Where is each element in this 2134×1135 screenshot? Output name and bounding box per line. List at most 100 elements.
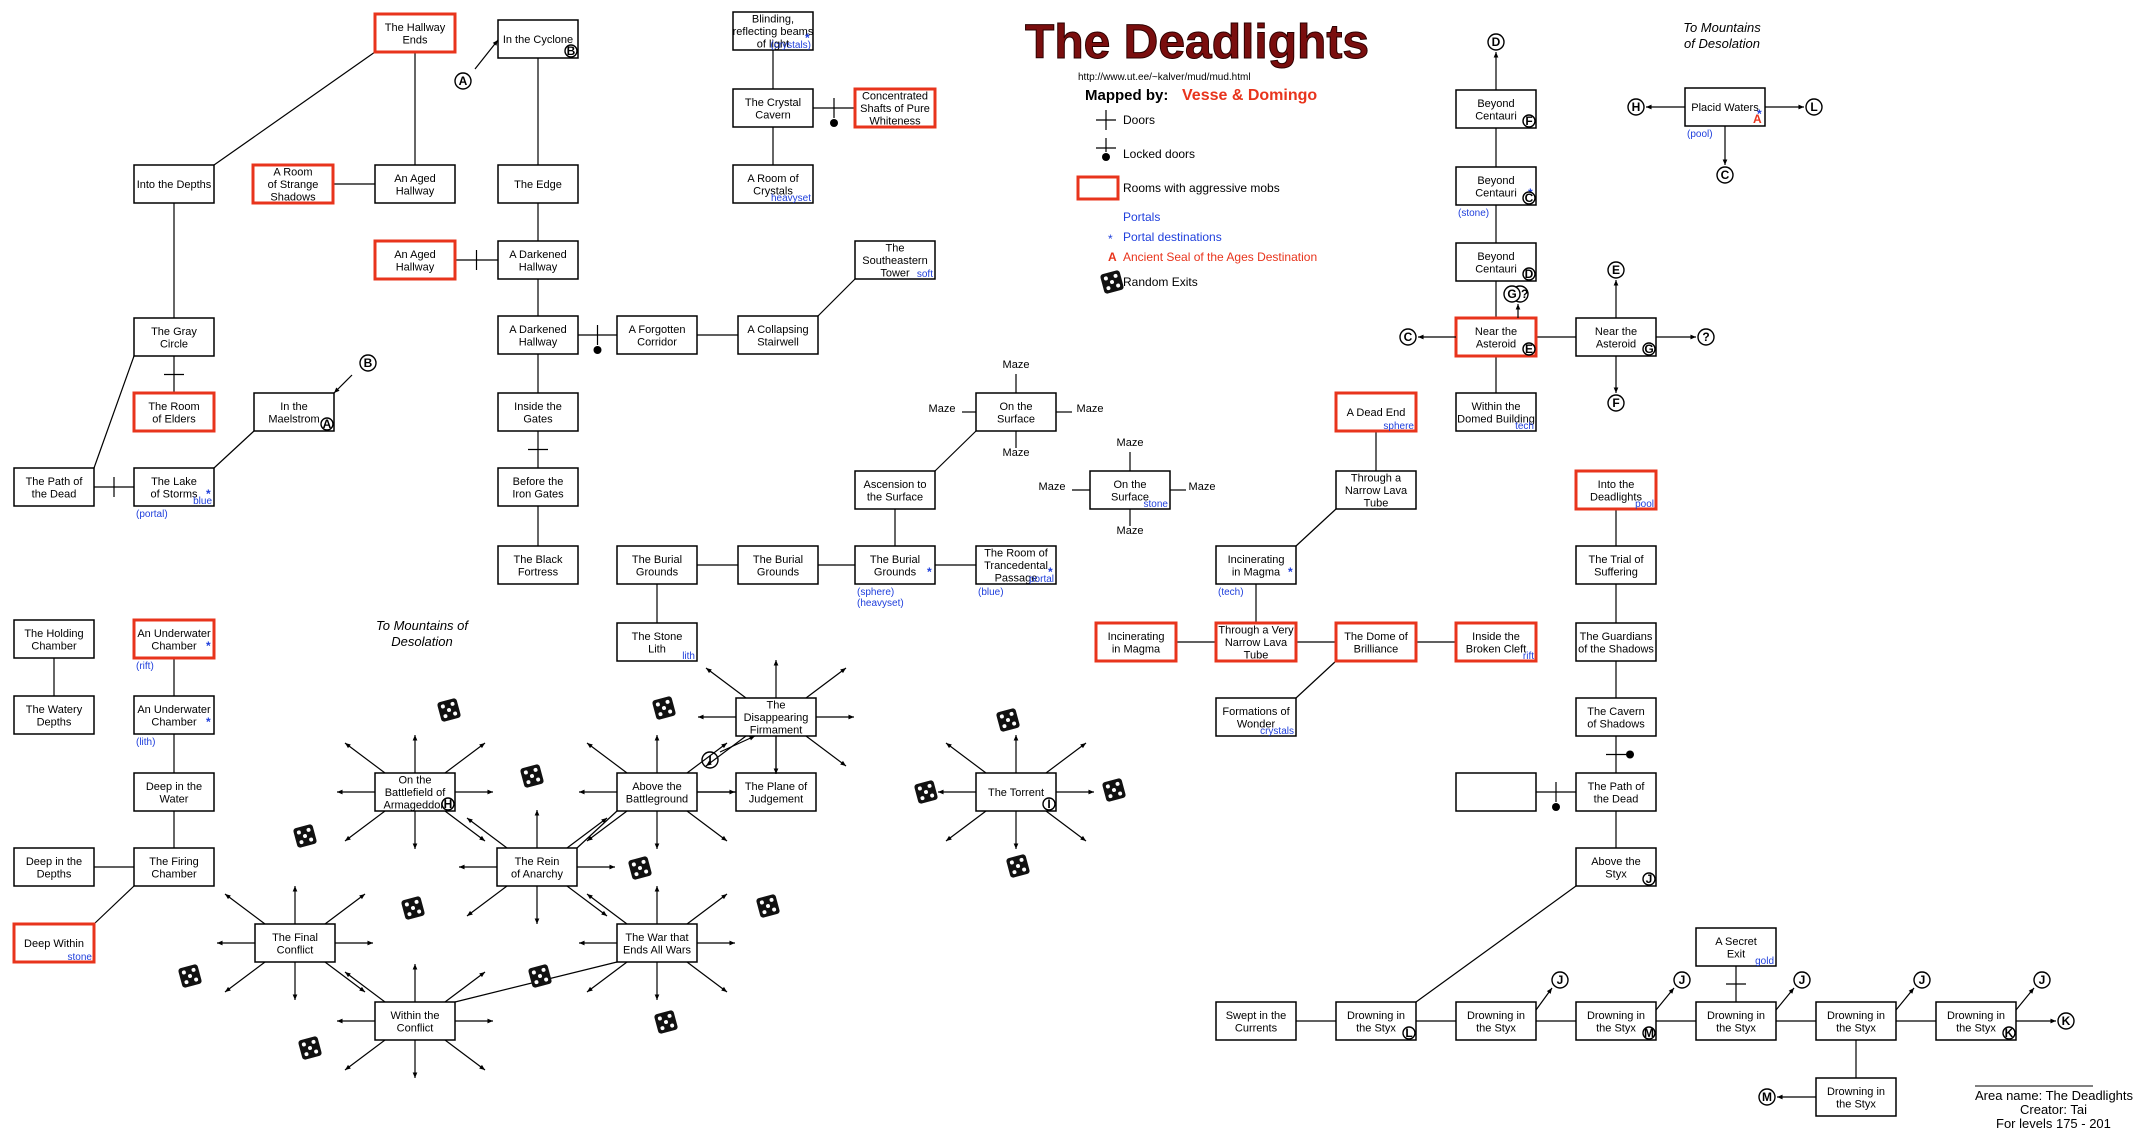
room-tag-secondary: (portal) <box>136 509 168 520</box>
room-label: On the <box>1113 479 1146 491</box>
portal-dest-star-icon: * <box>206 487 211 501</box>
room-label: of Strange <box>268 179 319 191</box>
room-label: Drowning in <box>1947 1010 2005 1022</box>
room-label: The War that <box>625 932 688 944</box>
room-placid[interactable]: Placid Waters*(pool)A <box>1684 87 1766 140</box>
svg-text:J: J <box>1919 973 1926 987</box>
svg-text:L: L <box>1810 100 1817 114</box>
exit-marker-L: L <box>1805 98 1823 116</box>
room-label: Beyond <box>1477 251 1514 263</box>
room-label: An Aged <box>394 249 436 261</box>
exit-marker-B: B <box>359 354 377 372</box>
room-label: Before the <box>513 476 564 488</box>
exit-arrow <box>466 817 508 849</box>
svg-text:M: M <box>1762 1090 1772 1104</box>
room-trancedental[interactable]: The Room ofTrancedentalPassageportal*(bl… <box>975 545 1057 598</box>
room-blank-room[interactable] <box>1455 772 1537 812</box>
connection-collapsing-se_tower <box>817 278 856 317</box>
room-label: Centauri <box>1475 187 1517 199</box>
dice-icon <box>1102 778 1126 802</box>
room-into-depths[interactable]: Into the Depths <box>133 164 215 204</box>
room-the-edge[interactable]: The Edge <box>497 164 579 204</box>
room-label: Narrow Lava <box>1345 485 1408 497</box>
room-label: Asteroid <box>1596 338 1636 350</box>
